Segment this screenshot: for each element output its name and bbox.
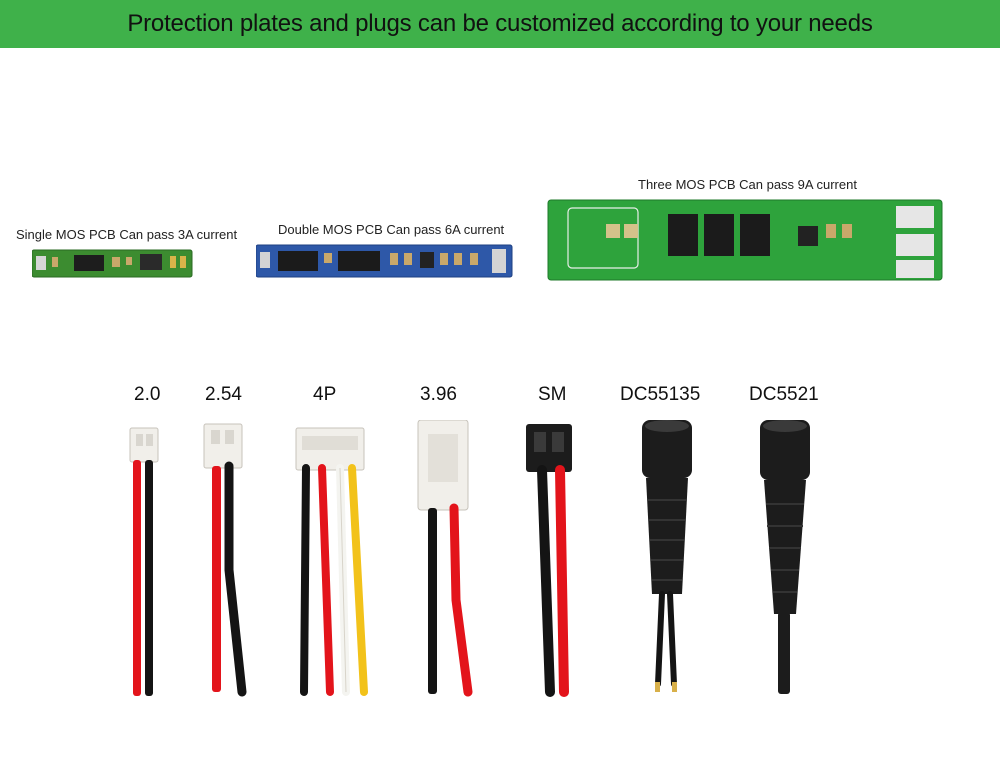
connector-label-2-54: 2.54 (205, 384, 242, 405)
three-mos-pcb (547, 199, 943, 281)
double-mos-label: Double MOS PCB Can pass 6A current (278, 222, 505, 237)
cable-3-96 (417, 420, 473, 697)
connector-label-sm: SM (538, 384, 567, 405)
single-mos-pcb (32, 249, 193, 278)
single-mos-label: Single MOS PCB Can pass 3A current (16, 227, 238, 242)
three-mos-label: Three MOS PCB Can pass 9A current (638, 177, 857, 192)
connector-label-2-0: 2.0 (134, 384, 161, 405)
top-banner: Protection plates and plugs can be custo… (0, 0, 1000, 48)
cable-2-54 (203, 423, 247, 697)
connector-label-3-96: 3.96 (420, 384, 457, 405)
double-mos-pcb (256, 244, 513, 278)
connector-label-4p: 4P (313, 384, 337, 405)
cable-4p (295, 427, 368, 696)
cable-sm (526, 424, 572, 697)
cable-dc5521 (760, 420, 810, 694)
cable-dc55135 (642, 420, 692, 692)
cable-2-0 (129, 427, 159, 696)
banner-title: Protection plates and plugs can be custo… (127, 10, 873, 37)
connector-label-dc55135: DC55135 (620, 384, 701, 405)
connector-label-dc5521: DC5521 (749, 384, 819, 405)
